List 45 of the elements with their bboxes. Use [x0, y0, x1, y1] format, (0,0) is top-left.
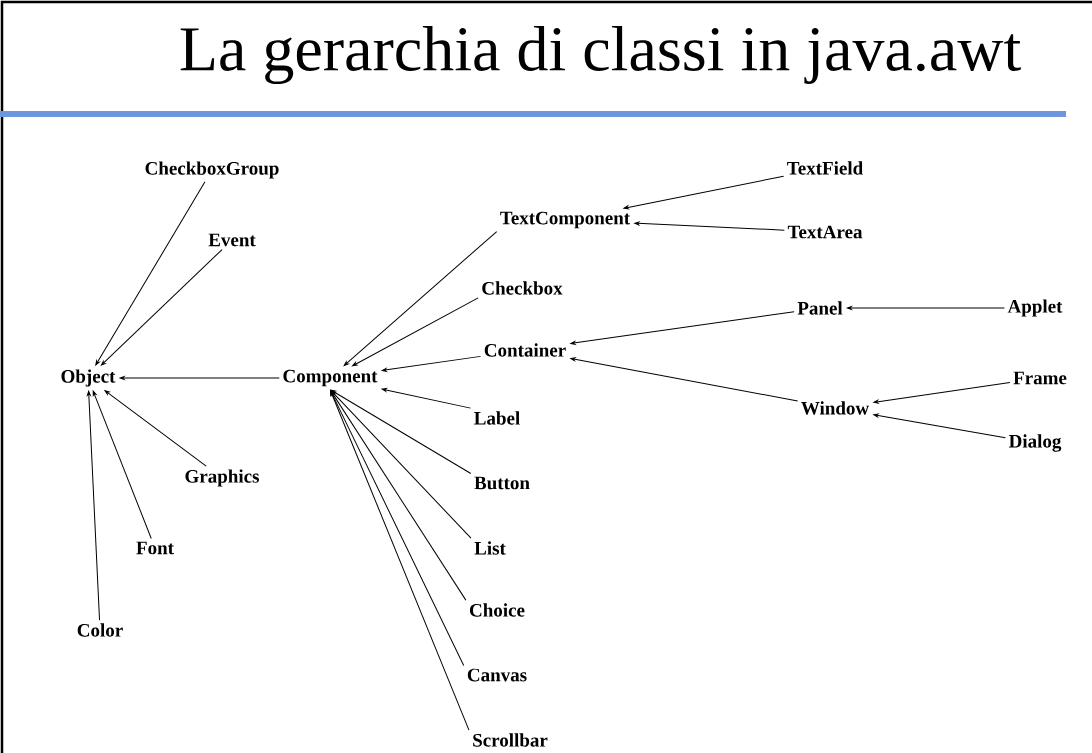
- class-name: Button: [474, 476, 530, 490]
- class-name: TextComponent: [500, 211, 631, 229]
- arrow: [100, 249, 223, 366]
- arrow: [330, 390, 467, 601]
- class-name: Event: [208, 233, 256, 247]
- class-name: Window: [801, 401, 870, 415]
- arrow: [330, 390, 470, 731]
- arrow: [570, 311, 795, 345]
- class-name: Frame: [1013, 371, 1067, 385]
- arrow: [381, 388, 472, 409]
- arrow: [873, 413, 1006, 439]
- class-name: Choice: [469, 603, 525, 617]
- class-name: Font: [136, 541, 174, 555]
- arrow: [381, 355, 482, 372]
- arrow: [873, 381, 1011, 404]
- arrow: [330, 389, 472, 474]
- arrow: [92, 390, 152, 539]
- class-name: TextArea: [787, 225, 863, 239]
- class-name: Checkbox: [482, 281, 563, 295]
- title: La gerarchia di classi in java.awt: [180, 25, 1021, 85]
- arrow: [352, 297, 479, 367]
- class-name: Graphics: [185, 469, 259, 487]
- arrow: [570, 357, 799, 402]
- class-name: Color: [77, 623, 123, 637]
- class-name: Label: [474, 411, 520, 425]
- class-name: Component: [283, 369, 378, 387]
- arrow: [104, 390, 207, 467]
- class-name: Canvas: [467, 668, 527, 682]
- class-name: Dialog: [1008, 434, 1062, 452]
- arrow: [330, 390, 472, 539]
- class-name: List: [474, 541, 506, 555]
- class-name: Scrollbar: [473, 733, 548, 747]
- class-name: Panel: [797, 301, 843, 315]
- class-name: TextField: [787, 161, 863, 175]
- class-name: Object: [61, 369, 116, 387]
- arrow: [343, 231, 498, 366]
- arrow: [634, 221, 785, 231]
- arrow: [95, 181, 206, 366]
- class-name: CheckboxGroup: [145, 161, 279, 179]
- class-name: Container: [484, 343, 566, 357]
- arrow: [623, 175, 785, 210]
- arrow: [119, 376, 280, 380]
- arrow: [86, 390, 101, 621]
- arrow: [846, 306, 1005, 310]
- class-name: Applet: [1007, 299, 1063, 317]
